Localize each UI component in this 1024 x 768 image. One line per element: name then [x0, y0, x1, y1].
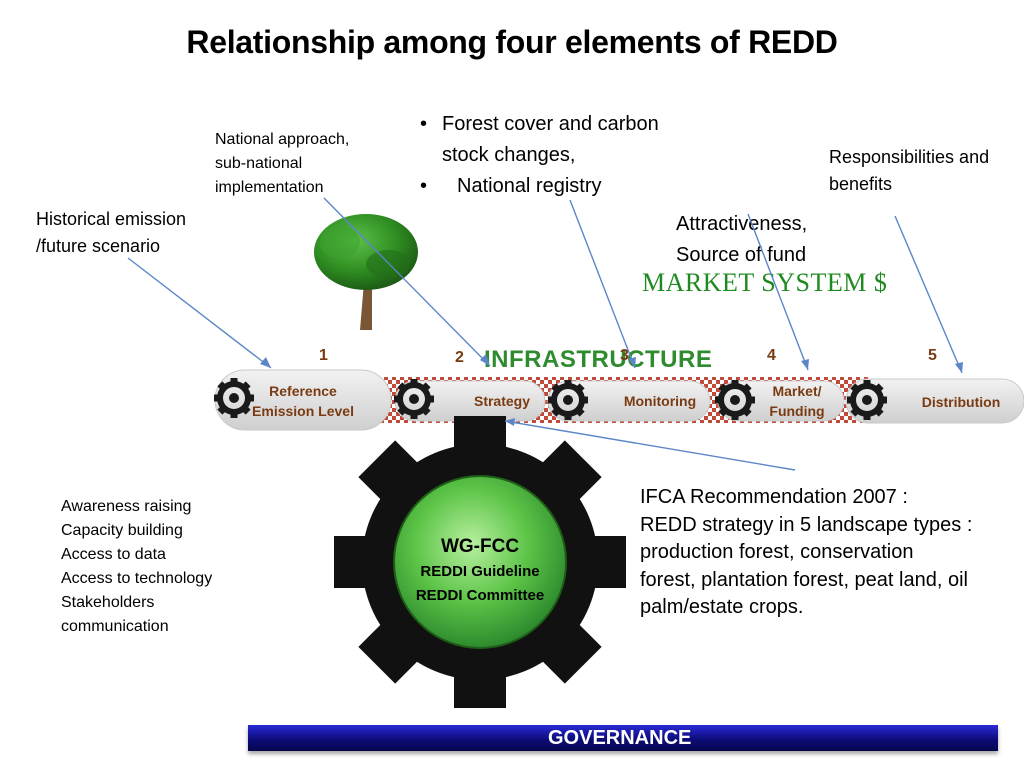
step-number-2: 2: [455, 349, 464, 366]
center-gear-text: WG-FCC REDDI Guideline REDDI Committee: [394, 534, 566, 608]
responsibilities-line-1: Responsibilities and: [829, 147, 990, 167]
historical-emission-label: Historical emission /future scenario: [36, 206, 186, 260]
center-gear-title: WG-FCC: [440, 536, 520, 557]
national-approach-line-1: National approach,: [215, 131, 350, 148]
historical-line-2: /future scenario: [36, 236, 161, 256]
ifca-recommendation: IFCA Recommendation 2007 : REDD strategy…: [640, 486, 973, 618]
step-strategy: Strategy: [473, 393, 531, 409]
center-gear-line-2: REDDI Guideline: [420, 563, 540, 580]
step-number-4: 4: [767, 347, 776, 364]
governance-bar: GOVERNANCE: [248, 725, 998, 751]
attractiveness-line-1: Attractiveness,: [676, 213, 808, 235]
capacity-list: Awareness raising Capacity building Acce…: [61, 495, 212, 639]
step-reference-emission-level: Reference Emission Level: [252, 383, 354, 419]
attractiveness-line-2: Source of fund: [676, 244, 807, 266]
bullet-continuation: stock changes,: [442, 144, 576, 166]
bullet-item: •National registry: [420, 171, 659, 202]
step-market-funding: Market/ Funding: [769, 383, 825, 419]
national-approach-label: National approach, sub-national implemen…: [215, 128, 349, 200]
tree-icon: [314, 214, 418, 330]
attractiveness-label: Attractiveness, Source of fund: [676, 209, 807, 271]
list-item: Capacity building: [61, 522, 183, 539]
governance-label: GOVERNANCE: [548, 727, 692, 749]
infrastructure-label: INFRASTRUCTURE: [484, 346, 713, 373]
historical-line-1: Historical emission: [36, 209, 187, 229]
market-system-label: MARKET SYSTEM $: [642, 268, 888, 297]
bullet-item: •Forest cover and carbon: [420, 109, 659, 140]
list-item: Awareness raising: [61, 498, 192, 515]
national-approach-line-2: sub-national: [215, 155, 303, 172]
step-number-5: 5: [928, 347, 937, 364]
step-distribution: Distribution: [921, 394, 1001, 410]
list-item: communication: [61, 618, 169, 635]
page-title: Relationship among four elements of REDD: [186, 24, 838, 60]
responsibilities-label: Responsibilities and benefits: [829, 144, 989, 198]
step-monitoring: Monitoring: [623, 393, 697, 409]
bullet-icon: •: [420, 175, 428, 197]
list-item: Stakeholders: [61, 594, 155, 611]
bullet-icon: •: [420, 113, 428, 135]
list-item: Access to data: [61, 546, 166, 563]
step-number-1: 1: [319, 347, 328, 364]
responsibilities-line-2: benefits: [829, 174, 893, 194]
step-number-3: 3: [620, 347, 629, 364]
center-gear-line-3: REDDI Committee: [415, 587, 545, 604]
forest-cover-bullets: •Forest cover and carbon stock changes, …: [420, 109, 659, 202]
national-approach-line-3: implementation: [215, 179, 324, 196]
list-item: Access to technology: [61, 570, 213, 587]
